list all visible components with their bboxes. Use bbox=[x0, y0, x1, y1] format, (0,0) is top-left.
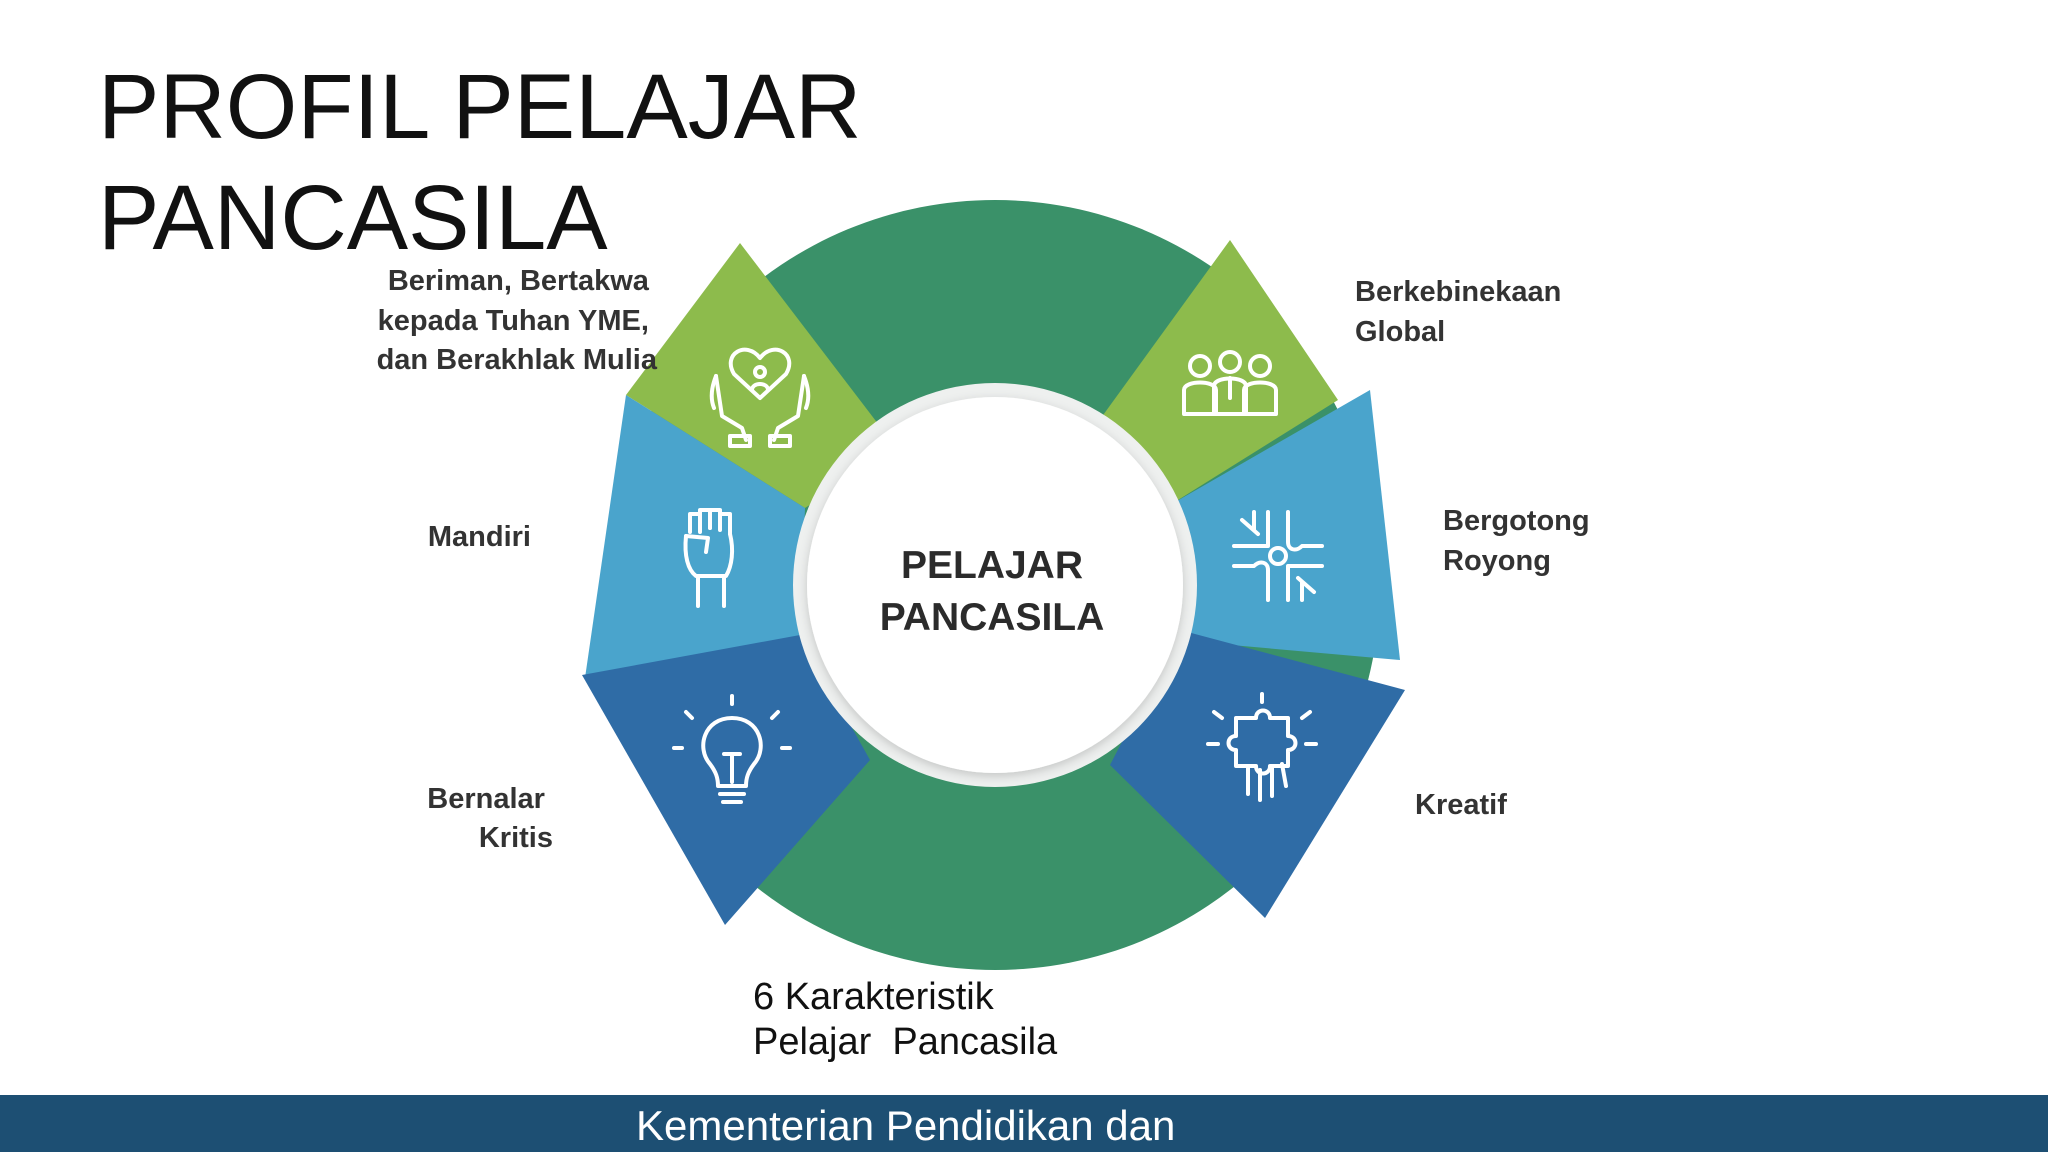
label-beriman: Beriman, Bertakwa kepada Tuhan YME, dan … bbox=[377, 265, 658, 376]
footer-bar: Kementerian Pendidikan dan Kebudayaan bbox=[0, 1095, 2048, 1152]
puzzle-hand-icon bbox=[1206, 692, 1318, 802]
center-label-line2: PANCASILA bbox=[880, 596, 1105, 639]
label-bernalar-kritis: Bernalar Kritis bbox=[427, 783, 553, 854]
label-beriman-line3: dan Berakhlak Mulia bbox=[377, 344, 658, 376]
label-kreatif: Kreatif bbox=[1415, 789, 1507, 821]
center-label-line1: PELAJAR bbox=[901, 544, 1083, 587]
label-bernalar-line2: Kritis bbox=[479, 822, 553, 854]
lightbulb-icon bbox=[672, 694, 792, 804]
label-bernalar-line1: Bernalar bbox=[427, 783, 545, 815]
label-beriman-line1: Beriman, Bertakwa bbox=[388, 265, 650, 297]
slide-title: PROFIL PELAJAR PANCASILA bbox=[98, 56, 862, 269]
label-mandiri-line1: Mandiri bbox=[428, 521, 531, 553]
center-circle bbox=[807, 397, 1183, 773]
diagram-caption: 6 Karakteristik Pelajar Pancasila bbox=[753, 976, 1058, 1063]
petal-bernalar bbox=[582, 635, 870, 925]
petal-kreatif bbox=[1110, 630, 1405, 918]
label-berkebinekaan-line2: Global bbox=[1355, 316, 1445, 348]
label-bergotong-line2: Royong bbox=[1443, 545, 1551, 577]
label-berkebinekaan-line1: Berkebinekaan bbox=[1355, 276, 1561, 308]
label-bergotong-line1: Bergotong bbox=[1443, 505, 1590, 537]
raised-fist-icon bbox=[683, 508, 735, 608]
diverse-people-icon bbox=[1182, 350, 1278, 416]
label-kreatif-line1: Kreatif bbox=[1415, 789, 1507, 821]
joined-hands-icon bbox=[1232, 510, 1324, 602]
label-bergotong-royong: Bergotong Royong bbox=[1443, 505, 1598, 577]
label-mandiri: Mandiri bbox=[428, 521, 531, 553]
petal-berkebinekaan bbox=[1085, 240, 1338, 505]
hands-heart-icon bbox=[709, 347, 811, 448]
label-beriman-line2: kepada Tuhan YME, bbox=[378, 305, 649, 337]
label-berkebinekaan: Berkebinekaan Global bbox=[1355, 276, 1569, 348]
footer-text: Kementerian Pendidikan dan Kebudayaan bbox=[636, 1102, 1176, 1149]
petal-bergotong bbox=[1170, 390, 1400, 660]
